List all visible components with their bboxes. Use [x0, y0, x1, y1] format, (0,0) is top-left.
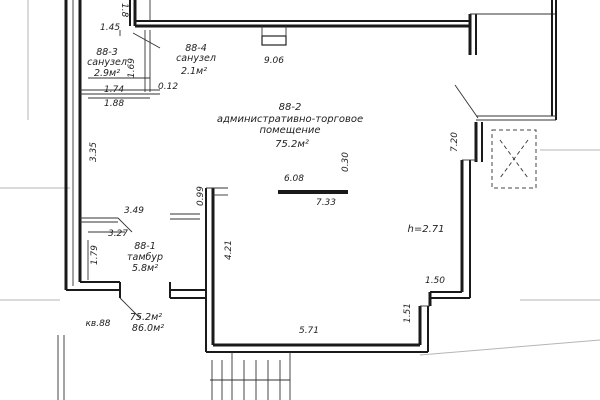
dim-3-27: 3.27 — [108, 229, 128, 239]
dimension-lines — [87, 77, 150, 280]
dim-1-69: 1.69 — [127, 58, 137, 78]
dim-7-33: 7.33 — [316, 198, 336, 208]
room-88-4-number: 88-4 — [185, 43, 207, 54]
dim-4-21: 4.21 — [224, 240, 234, 260]
room-88-3-number: 88-3 — [96, 47, 118, 58]
balcony-door — [491, 129, 537, 189]
column-top — [261, 35, 287, 46]
ceiling-height: h=2.71 — [408, 224, 445, 235]
dim-1-74: 1.74 — [104, 85, 124, 95]
beam — [278, 190, 348, 194]
room-88-3-area: 2.9м² — [94, 68, 120, 79]
dim-7-20: 7.20 — [450, 132, 460, 152]
right-wall — [418, 159, 476, 352]
dim-0-12: 0.12 — [158, 82, 178, 92]
dim-3-35: 3.35 — [89, 142, 99, 162]
dim-0-30: 0.30 — [341, 152, 351, 172]
apartment-label: кв.88 — [85, 319, 110, 329]
room-88-1-area: 5.8м² — [132, 263, 158, 274]
balcony — [454, 0, 557, 189]
room-88-4-area: 2.1м² — [181, 66, 207, 77]
bottom-wall — [205, 187, 428, 353]
dim-5-71: 5.71 — [299, 326, 319, 336]
left-outer-wall — [57, 0, 120, 400]
room-88-2-number: 88-2 — [279, 102, 302, 113]
room-88-2-area: 75.2м² — [275, 139, 309, 150]
dim-1-45: 1.45 — [100, 23, 120, 33]
dim-1-50: 1.50 — [425, 276, 445, 286]
room-88-4-name: санузел — [176, 53, 216, 64]
labels: 88-2 административно-торговое помещение … — [85, 3, 460, 336]
dim-1-51: 1.51 — [403, 303, 413, 323]
apartment-area-1: 75.2м² — [130, 312, 162, 323]
dim-3-49: 3.49 — [124, 206, 144, 216]
partitions — [80, 30, 206, 319]
entrance-stairs — [210, 352, 291, 400]
room-88-2-name-line2: помещение — [259, 125, 320, 136]
dim-0-99: 0.99 — [196, 186, 206, 206]
room-88-3-name: санузел — [87, 57, 127, 68]
dim-9-06: 9.06 — [264, 56, 284, 66]
dim-1-79: 1.79 — [90, 245, 100, 265]
dim-1-8-top: 1.8 — [119, 3, 129, 18]
room-88-1-number: 88-1 — [134, 241, 156, 252]
apartment-area-2: 86.0м² — [132, 323, 164, 334]
dim-1-88: 1.88 — [104, 99, 124, 109]
background-lines — [0, 0, 600, 356]
room-88-2-name-line1: административно-торговое — [217, 114, 363, 125]
top-wall — [129, 0, 556, 55]
room-88-1-name: тамбур — [127, 252, 163, 263]
dim-6-08: 6.08 — [284, 174, 304, 184]
